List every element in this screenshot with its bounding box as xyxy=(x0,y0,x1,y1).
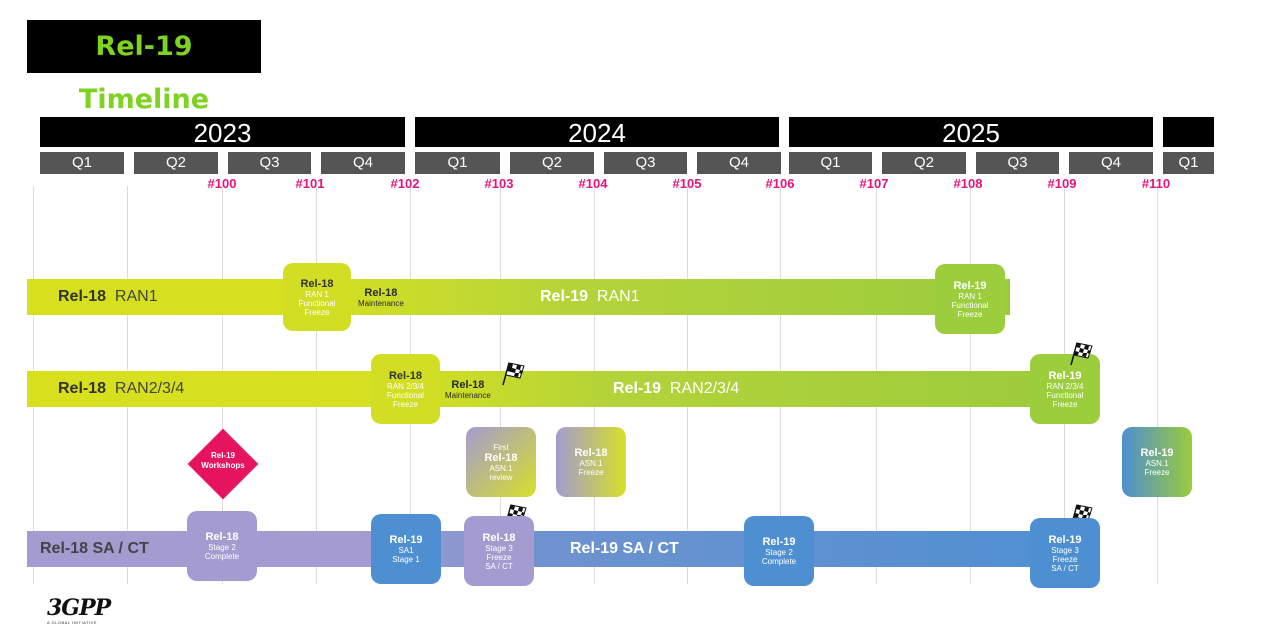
sact-rel19-label: Rel-19 SA / CT xyxy=(570,540,679,557)
sact-rel18-label: Rel-18 SA / CT xyxy=(40,540,149,557)
rel19-stage3-freeze: Rel-19 Stage 3 Freeze SA / CT xyxy=(1030,518,1100,588)
page-title: Rel-19 Timeline xyxy=(27,20,261,115)
meeting-number: #105 xyxy=(672,176,702,191)
grid-line xyxy=(1157,186,1158,584)
ran234-rel18-label: Rel-18 RAN2/3/4 xyxy=(58,380,185,397)
meeting-number: #110 xyxy=(1141,176,1171,191)
meeting-number: #107 xyxy=(859,176,889,191)
quarter-label: Q1 xyxy=(40,152,124,174)
quarter-label: Q4 xyxy=(1069,152,1153,174)
quarter-label: Q2 xyxy=(882,152,966,174)
ran1-rel19-label: Rel-19 RAN1 xyxy=(540,288,640,305)
quarter-label: Q2 xyxy=(134,152,218,174)
meeting-number: #103 xyxy=(484,176,514,191)
meeting-number: #104 xyxy=(578,176,608,191)
meeting-number: #108 xyxy=(953,176,983,191)
quarter-label: Q1 xyxy=(789,152,872,174)
quarter-label: Q3 xyxy=(228,152,311,174)
ran234-band xyxy=(27,371,1095,407)
year-2026 xyxy=(1163,117,1214,147)
ran234-rel18-freeze: Rel-18 RAN 2/3/4 Functional Freeze xyxy=(371,354,440,424)
rel18-stage3-freeze: Rel-18 Stage 3 Freeze SA / CT xyxy=(464,516,534,586)
rel19-asn1-freeze: Rel-19 ASN.1 Freeze xyxy=(1122,427,1192,497)
quarter-label: Q2 xyxy=(510,152,594,174)
ran1-rel18-label: Rel-18 RAN1 xyxy=(58,288,158,305)
ran1-rel19-freeze: Rel-19 RAN 1 Functional Freeze xyxy=(935,264,1005,334)
quarter-label: Q3 xyxy=(604,152,687,174)
rel18-asn1-review: First Rel-18 ASN.1 review xyxy=(466,427,536,497)
checkered-flag-icon xyxy=(1070,342,1093,366)
quarter-label: Q3 xyxy=(976,152,1059,174)
logo-tagline: A GLOBAL INITIATIVE xyxy=(47,620,97,625)
rel19-stage2-complete: Rel-19 Stage 2 Complete xyxy=(744,516,814,586)
ran1-rel18-freeze: Rel-18 RAN 1 Functional Freeze xyxy=(283,263,351,331)
ran234-rel19-label: Rel-19 RAN2/3/4 xyxy=(613,380,740,397)
meeting-number: #106 xyxy=(765,176,795,191)
ran234-rel19-freeze: Rel-19 RAN 2/3/4 Functional Freeze xyxy=(1030,354,1100,424)
meeting-number: #102 xyxy=(390,176,420,191)
year-2025: 2025 xyxy=(789,117,1153,148)
rel18-stage2-complete: Rel-18 Stage 2 Complete xyxy=(187,511,257,581)
year-2024: 2024 xyxy=(415,117,779,148)
quarter-label: Q4 xyxy=(321,152,405,174)
meeting-number: #109 xyxy=(1047,176,1077,191)
year-2023: 2023 xyxy=(40,117,405,148)
meeting-number: #101 xyxy=(295,176,325,191)
quarter-label: Q1 xyxy=(1163,152,1214,174)
rel19-sa1-stage1: Rel-19 SA1 Stage 1 xyxy=(371,514,441,584)
quarter-label: Q1 xyxy=(415,152,500,174)
meeting-number: #100 xyxy=(207,176,237,191)
logo-text: 3GPP xyxy=(47,595,111,621)
checkered-flag-icon xyxy=(502,362,525,386)
rel18-asn1-freeze: Rel-18 ASN.1 Freeze xyxy=(556,427,626,497)
3gpp-logo: 3GPP A GLOBAL INITIATIVE xyxy=(47,596,117,632)
ran1-band xyxy=(27,279,1010,315)
rel19-workshops-diamond: Rel-19 Workshops xyxy=(187,428,259,500)
quarter-label: Q4 xyxy=(697,152,781,174)
